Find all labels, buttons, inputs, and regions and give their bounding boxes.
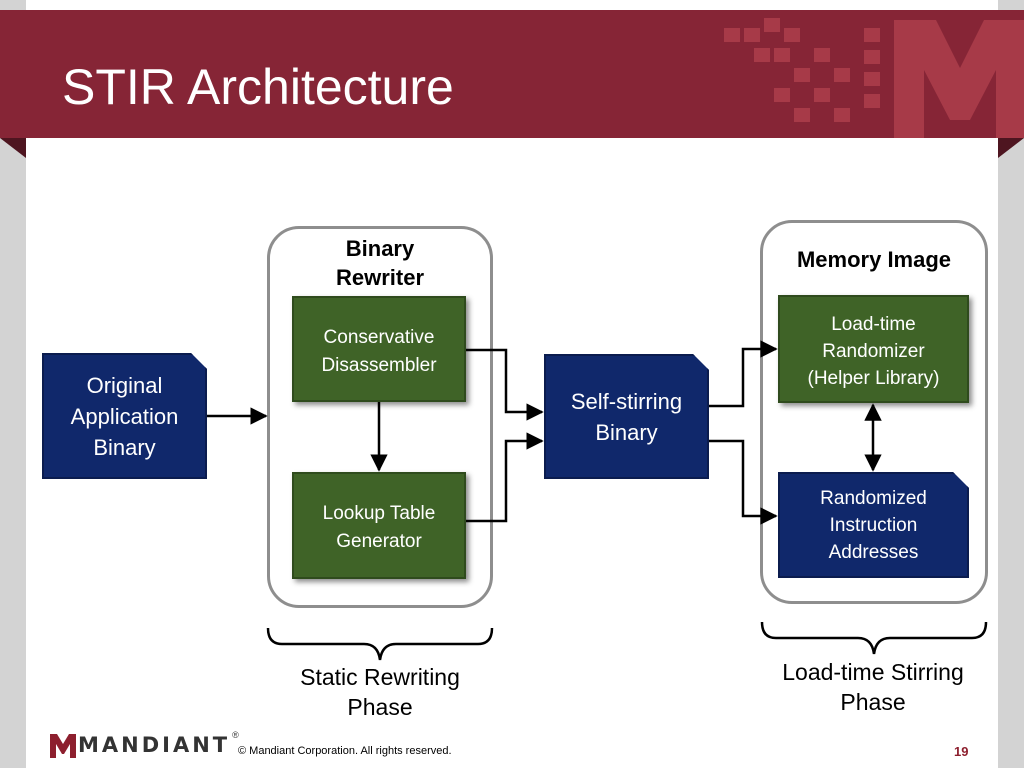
logo-wordmark: MANDIANT xyxy=(78,733,231,757)
lookup-table-generator-box: Lookup Table Generator xyxy=(292,472,466,579)
static-rewriting-phase-label: Static Rewriting Phase xyxy=(300,664,460,720)
slide-title: STIR Architecture xyxy=(62,59,454,115)
self-stirring-binary-box: Self-stirring Binary xyxy=(544,354,709,479)
copyright-footer: © Mandiant Corporation. All rights reser… xyxy=(238,745,452,757)
banner-fold-left xyxy=(0,138,26,158)
mandiant-logo: MANDIANT ® xyxy=(50,730,239,760)
mandiant-m-watermark-icon xyxy=(724,18,1024,138)
conservative-disassembler-box: Conservative Disassembler xyxy=(292,296,466,402)
memory-image-title: Memory Image xyxy=(796,247,952,272)
title-banner xyxy=(0,10,1024,138)
banner-fold-right xyxy=(998,138,1024,158)
load-time-stirring-phase-label: Load-time Stirring Phase xyxy=(782,659,964,715)
randomized-instruction-addresses-box: Randomized Instruction Addresses xyxy=(778,472,969,578)
original-application-binary-box: Original Application Binary xyxy=(42,353,207,479)
binary-rewriter-title: Binary Rewriter xyxy=(335,236,425,290)
logo-registered-mark: ® xyxy=(232,730,239,740)
mandiant-m-logo-icon xyxy=(50,734,76,758)
load-time-randomizer-box: Load-time Randomizer (Helper Library) xyxy=(778,295,969,403)
page-number: 19 xyxy=(954,744,969,759)
